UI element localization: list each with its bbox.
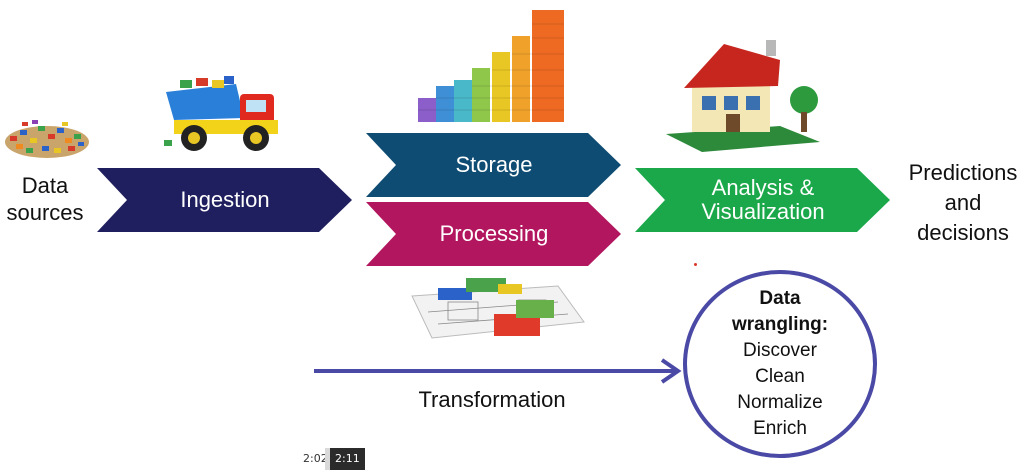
data-sources-line1: Data bbox=[21, 173, 69, 198]
wrangling-title-line1: Data bbox=[759, 288, 801, 309]
wrangling-step: Normalize bbox=[737, 392, 823, 413]
data-sources-label: Data sources bbox=[0, 172, 90, 226]
scrubber-handle[interactable] bbox=[325, 448, 332, 470]
lego-pile-icon bbox=[5, 120, 89, 158]
toy-dump-truck-icon bbox=[164, 76, 278, 151]
analysis-chevron bbox=[635, 168, 890, 232]
ingestion-label: Ingestion bbox=[180, 187, 270, 212]
data-sources-line2: sources bbox=[6, 200, 84, 225]
transformation-arrow bbox=[314, 358, 682, 384]
lego-bar-stacks-icon bbox=[418, 10, 564, 122]
storage-chevron bbox=[366, 133, 621, 197]
wrangling-title-line2: wrangling: bbox=[731, 314, 829, 335]
processing-chevron bbox=[366, 202, 621, 266]
hover-time-tooltip: 2:11 bbox=[330, 448, 365, 470]
predictions-label: Predictions and decisions bbox=[896, 158, 1030, 248]
predictions-line3: decisions bbox=[917, 220, 1009, 245]
transformation-label: Transformation bbox=[418, 387, 566, 412]
analysis-line2: Visualization bbox=[701, 199, 825, 224]
processing-label: Processing bbox=[439, 221, 549, 246]
storage-label: Storage bbox=[455, 152, 533, 177]
wrangling-step: Clean bbox=[755, 366, 805, 387]
wrangling-step: Enrich bbox=[753, 418, 807, 439]
ingestion-chevron bbox=[97, 168, 352, 232]
predictions-line2: and bbox=[944, 190, 982, 215]
analysis-label: Analysis & Visualization bbox=[665, 168, 861, 232]
data-wrangling-circle: Data wrangling: Discover Clean Normalize… bbox=[683, 270, 877, 458]
wrangling-step: Discover bbox=[743, 340, 817, 361]
stray-dot bbox=[694, 263, 697, 266]
current-time-label: 2:02 bbox=[298, 448, 333, 470]
predictions-line1: Predictions bbox=[908, 160, 1018, 185]
analysis-line1: Analysis & bbox=[711, 175, 815, 200]
lego-blueprint-icon bbox=[411, 278, 585, 339]
lego-house-icon bbox=[666, 40, 820, 152]
